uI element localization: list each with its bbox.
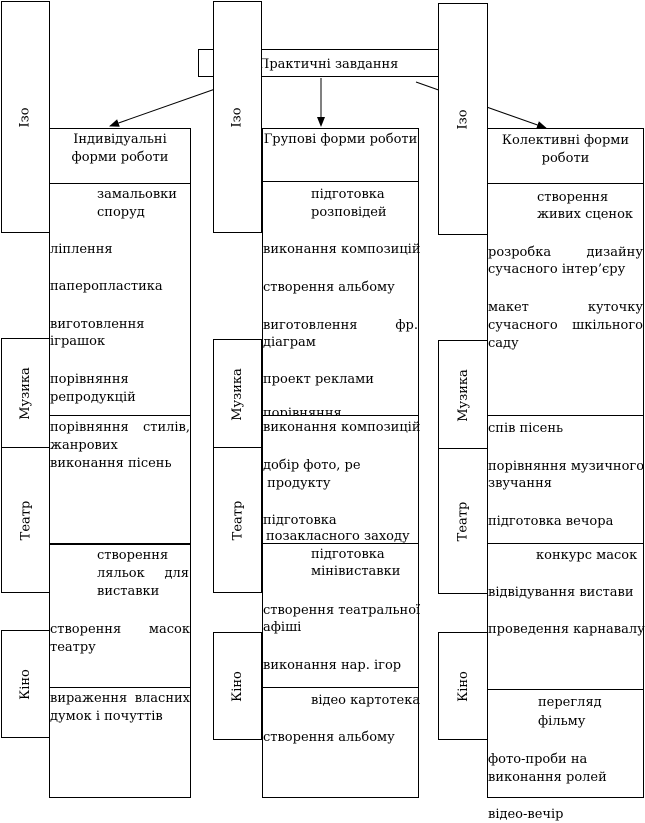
- col3-teatr-item: відвідування вистави: [488, 585, 634, 600]
- col2-label-teatr: Театр: [213, 447, 262, 593]
- title-text: Практичні завдання: [258, 57, 399, 72]
- col3-kino-item: фото-проби на: [488, 752, 588, 767]
- col3-label-izo: Ізо: [438, 3, 488, 235]
- col1-teatr-item: створення масок: [50, 622, 190, 637]
- col3-header-line2: роботи: [541, 151, 590, 166]
- col2-izo-item: створення альбому: [263, 280, 395, 295]
- col3-muzyka-item: звучання: [488, 476, 552, 491]
- col2-teatr-item: підготовка: [311, 547, 385, 562]
- col1-izo-item: замальовки: [97, 187, 177, 202]
- col3-teatr-item: конкурс масок: [536, 548, 638, 563]
- col1-label-kino: Кіно: [1, 630, 50, 738]
- col1-izo-item: виготовлення: [50, 317, 145, 332]
- col3-kino-item: виконання ролей: [488, 770, 607, 785]
- col1-teatr-item: театру: [50, 640, 96, 655]
- col3-izo-item: сучасного шкільного: [488, 318, 643, 333]
- col2-header-line1: Групові форми роботи: [263, 132, 418, 147]
- col2-izo-item: підготовка: [311, 187, 385, 202]
- col2-muzyka-item: продукту: [263, 476, 331, 491]
- col2-izo-item: проект реклами: [263, 372, 374, 387]
- col3-izo-item: створення: [537, 190, 609, 205]
- col2-teatr-item: мінівиставки: [311, 564, 401, 579]
- col2-teatr-item: афіші: [263, 620, 302, 635]
- col3-kino-item: перегляд: [538, 695, 602, 710]
- col1-teatr-item: ляльок для: [97, 566, 189, 581]
- col1-label-teatr: Театр: [1, 447, 50, 593]
- col3-izo-item: саду: [488, 336, 519, 351]
- col3-kino-item: відео-вечір: [488, 807, 564, 822]
- col3-muzyka-item: підготовка вечора: [488, 514, 614, 529]
- col1-muzyka-item: порівняння стилів,: [50, 420, 190, 435]
- col1-kino-item: думок і почуттів: [50, 709, 163, 724]
- col1-box: [49, 128, 191, 798]
- col1-kino-item: вираження власних: [50, 691, 190, 706]
- col3-izo-item: живих сценок: [537, 207, 634, 222]
- col1-izo-item: споруд: [97, 205, 145, 220]
- col1-header-line1: Індивідуальні: [73, 132, 167, 147]
- col2-izo-item: порівняння: [263, 406, 342, 415]
- col2-muzyka-item: позакласного заходу: [266, 529, 410, 544]
- col1-izo-item: іграшок: [50, 334, 106, 349]
- col3-izo-item: макет куточку: [488, 300, 643, 315]
- col2-kino-item: відео картотека: [311, 693, 421, 708]
- col3-label-teatr: Театр: [438, 448, 488, 594]
- col2-teatr-item: виконання нар. ігор: [263, 658, 402, 673]
- col2-label-kino: Кіно: [213, 632, 262, 740]
- col1-izo-item: репродукцій: [50, 390, 136, 405]
- col3-kino-item: фільму: [538, 714, 586, 729]
- col2-box: [262, 128, 419, 798]
- col3-label-kino: Кіно: [438, 632, 488, 740]
- col3-teatr-item: проведення карнавалу: [488, 622, 645, 637]
- col1-muzyka-item: виконання пісень: [50, 456, 172, 471]
- col2-teatr-item: створення театральної: [263, 603, 421, 618]
- col1-izo-item: паперопластика: [50, 279, 163, 294]
- col1-label-izo: Ізо: [1, 1, 50, 233]
- col1-izo-item: ліплення: [50, 242, 113, 257]
- col2-kino-item: створення альбому: [263, 730, 395, 745]
- col2-izo-item: виконання композицій: [263, 242, 421, 257]
- col2-label-muzyka: Музика: [213, 339, 262, 449]
- col1-muzyka-item: жанрових: [50, 438, 118, 453]
- col3-izo-item: сучасного інтер’єру: [488, 262, 626, 277]
- col1-teatr-item: створення: [97, 548, 169, 563]
- col3-izo-item: розробка дизайну: [488, 245, 643, 260]
- col3-label-muzyka: Музика: [438, 340, 488, 450]
- col2-izo-item: діаграм: [263, 335, 316, 350]
- col3-header-line1: Колективні форми: [501, 133, 630, 148]
- arrow-left: [109, 87, 219, 127]
- col2-muzyka-item: добір фото, ре: [263, 458, 361, 473]
- col2-muzyka-item: підготовка: [263, 513, 337, 528]
- col2-izo-item: розповідей: [311, 205, 387, 220]
- col1-izo-item: порівняння: [50, 372, 129, 387]
- col1-header-line2: форми роботи: [71, 150, 169, 165]
- col2-muzyka-item: виконання композицій: [263, 420, 421, 435]
- col2-label-izo: Ізо: [213, 1, 262, 233]
- col3-muzyka-item: спів пісень: [488, 421, 564, 436]
- col3-muzyka-item: порівняння музичного: [488, 459, 645, 474]
- col1-teatr-item: виставки: [97, 584, 160, 599]
- col1-label-muzyka: Музика: [1, 338, 50, 448]
- col2-izo-item: виготовлення фр.: [263, 318, 418, 333]
